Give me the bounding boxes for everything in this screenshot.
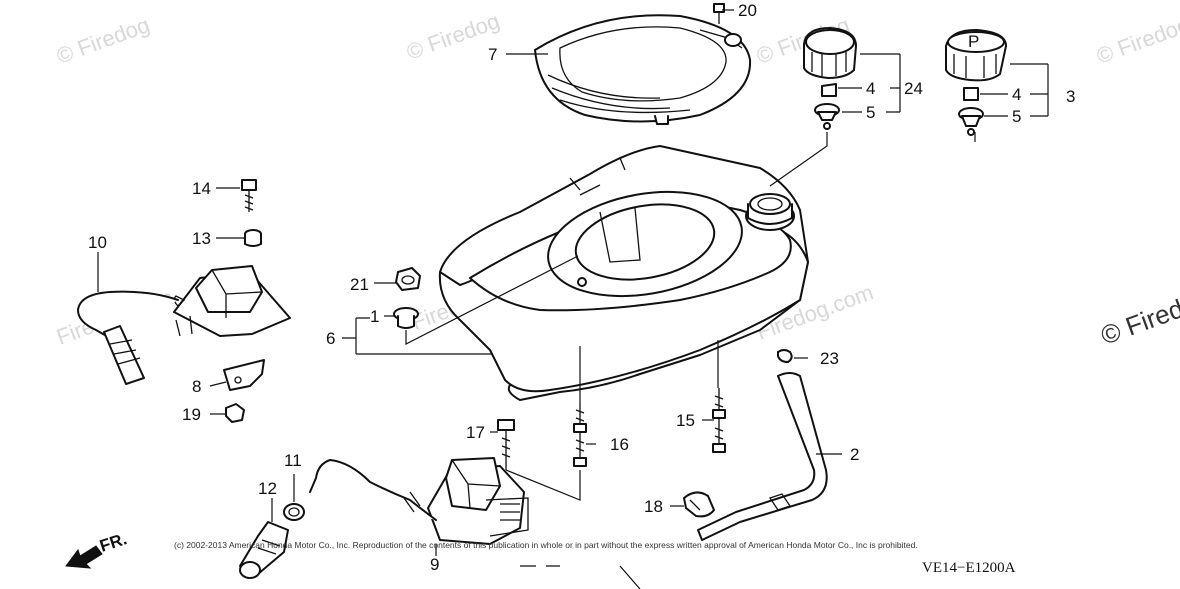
- grommet: [283, 503, 305, 521]
- hose-clamp: [777, 349, 793, 363]
- spark-plug-wire: [77, 290, 179, 385]
- callout-4: 4: [866, 79, 875, 98]
- watermark: © Firedog: [53, 12, 153, 69]
- fuel-tank: [438, 145, 809, 401]
- callout-14: 14: [192, 179, 211, 198]
- cover-bolt: [713, 3, 725, 24]
- callout-13: 13: [192, 229, 211, 248]
- fuel-hose: [697, 372, 828, 541]
- watermark: © Firedog: [1093, 12, 1180, 69]
- fuel-cap-mark: P: [968, 32, 979, 51]
- coil-wire: [309, 459, 437, 521]
- callout-5: 5: [1012, 107, 1021, 126]
- coil-collar: [244, 229, 262, 247]
- fuel-cap-assembly: P: [945, 29, 1007, 82]
- callout-4: 4: [1012, 85, 1021, 104]
- ignition-coil-bottom: [427, 457, 529, 545]
- callout-8: 8: [192, 377, 201, 396]
- leader-lines: [97, 9, 1049, 589]
- callout-17: 17: [466, 423, 485, 442]
- copyright-notice: (c) 2002-2013 American Honda Motor Co., …: [174, 540, 918, 550]
- coil-bolt: [241, 179, 257, 212]
- callout-6: 6: [326, 329, 335, 348]
- callout-2: 2: [850, 445, 859, 464]
- callout-9: 9: [430, 555, 439, 574]
- callout-11: 11: [284, 451, 302, 470]
- stud-15: [712, 388, 726, 453]
- bolt-17: [497, 419, 515, 470]
- callout-10: 10: [88, 233, 107, 252]
- front-arrow-icon: FR.: [65, 529, 129, 569]
- nut: [395, 267, 421, 291]
- front-arrow-label: FR.: [97, 529, 129, 556]
- starter-cover: [534, 14, 752, 125]
- fuel-cap: [803, 27, 857, 79]
- callout-16: 16: [610, 435, 629, 454]
- callout-19: 19: [182, 405, 201, 424]
- callout-24: 24: [904, 79, 923, 98]
- callout-21: 21: [350, 275, 369, 294]
- coil-nut: [225, 403, 245, 423]
- callout-1: 1: [370, 307, 379, 326]
- collar: [393, 307, 419, 329]
- hose-clip: [683, 491, 715, 518]
- bracket: [223, 359, 265, 391]
- callout-5: 5: [866, 103, 875, 122]
- callout-20: 20: [738, 1, 757, 20]
- callout-15: 15: [676, 411, 695, 430]
- stud-16: [573, 402, 587, 467]
- diagram-code: VE14−E1200A: [922, 560, 1016, 576]
- callout-7: 7: [488, 45, 497, 64]
- callout-23: 23: [820, 349, 839, 368]
- vent-seal: [814, 83, 840, 130]
- spark-plug-cap: [239, 521, 289, 579]
- watermark-edge: © Fired: [1097, 293, 1180, 350]
- callout-3: 3: [1066, 87, 1075, 106]
- callout-12: 12: [258, 479, 277, 498]
- callout-18: 18: [644, 497, 663, 516]
- ignition-coil: [173, 265, 291, 337]
- fuel-cap-vent: [958, 87, 984, 136]
